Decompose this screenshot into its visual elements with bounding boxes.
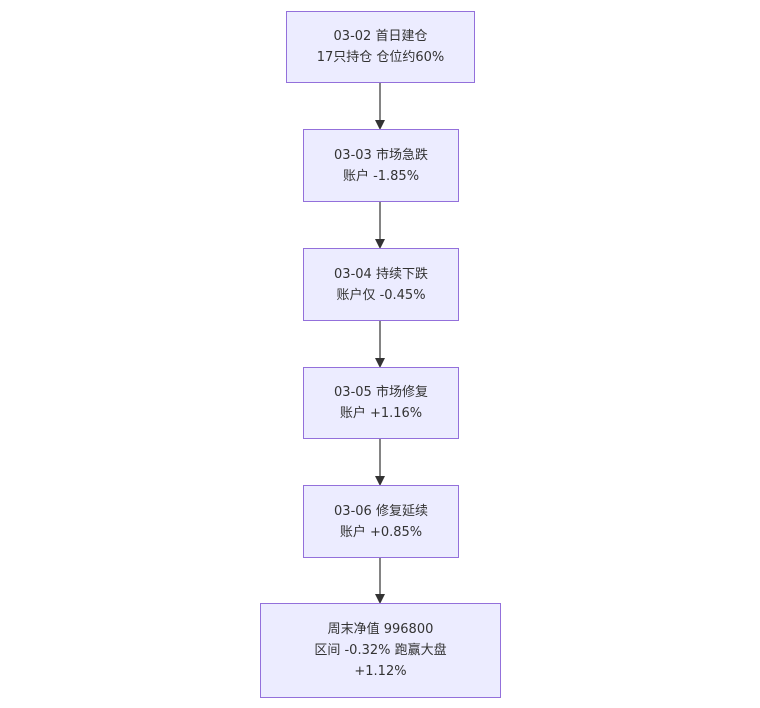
node-line: 03-03 市场急跌 <box>334 147 428 163</box>
node-line: 账户 -1.85% <box>342 168 420 184</box>
node-line: 17只持仓 仓位约60% <box>316 50 445 65</box>
node-recovery-continues: 03-06 修复延续 账户 +0.85% <box>303 485 459 558</box>
node-line: 账户 +1.16% <box>339 406 423 421</box>
node-first-day-build: 03-02 首日建仓 17只持仓 仓位约60% <box>286 11 475 83</box>
node-weekend-net-value: 周末净值 996800 区间 -0.32% 跑赢大盘 +1.12% <box>260 603 501 698</box>
node-line: 03-02 首日建仓 <box>333 29 428 44</box>
node-line: 03-05 市场修复 <box>334 385 428 400</box>
node-market-recovery: 03-05 市场修复 账户 +1.16% <box>303 367 459 439</box>
node-line: +1.12% <box>354 664 407 679</box>
node-line: 账户仅 -0.45% <box>336 287 426 303</box>
node-market-plunge: 03-03 市场急跌 账户 -1.85% <box>303 129 459 202</box>
node-continued-decline: 03-04 持续下跌 账户仅 -0.45% <box>303 248 459 321</box>
node-line: 03-04 持续下跌 <box>334 266 428 282</box>
node-line: 账户 +0.85% <box>339 524 423 540</box>
node-line: 03-06 修复延续 <box>334 503 428 519</box>
node-line: 周末净值 996800 <box>327 622 434 637</box>
node-line: 区间 -0.32% 跑赢大盘 <box>314 643 447 658</box>
